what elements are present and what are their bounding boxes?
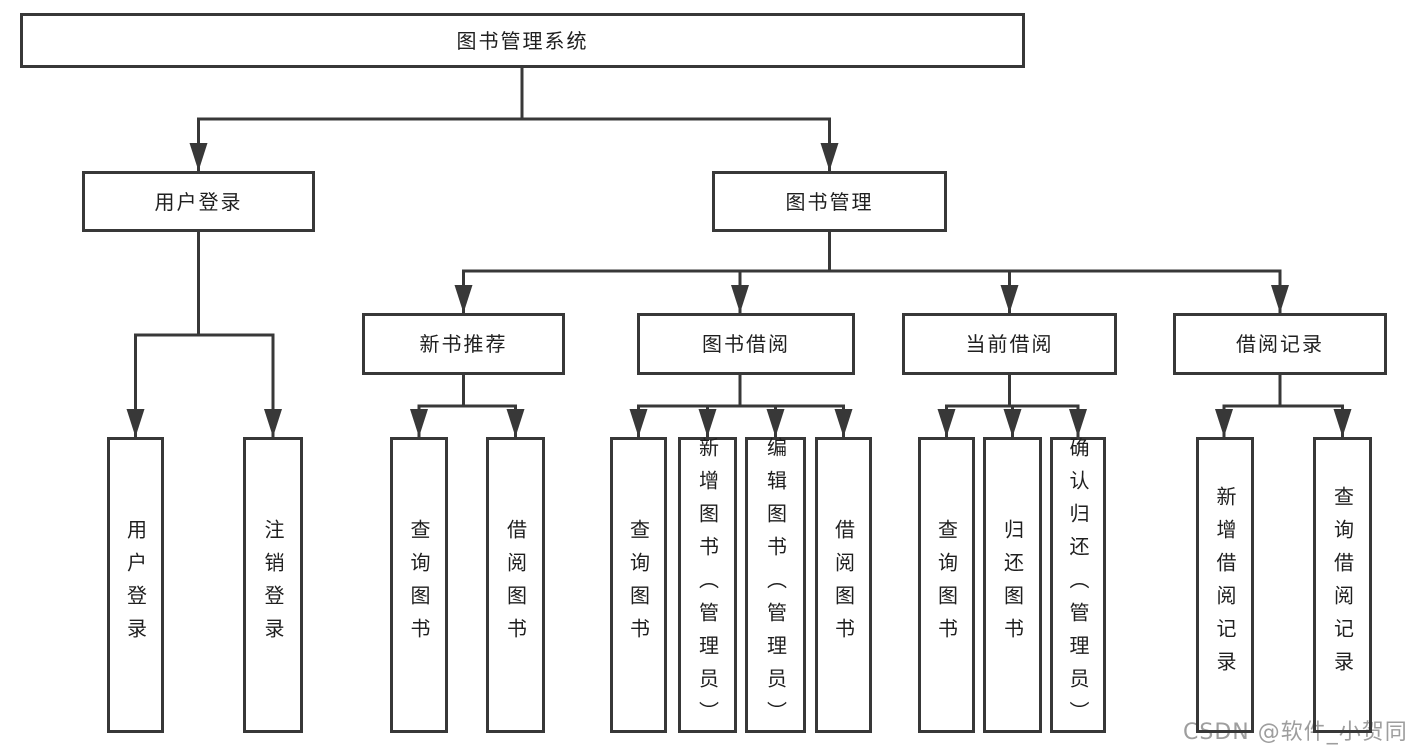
leaf-new-book-borrow-books: 借阅图书: [486, 437, 545, 733]
node-new-book-recommend: 新书推荐: [362, 313, 565, 375]
leaf-confirm-return-admin: 确认归还（管理员）: [1050, 436, 1106, 734]
leaf-new-book-query-books: 查询图书: [390, 437, 448, 733]
node-label: 新增借阅记录: [1213, 486, 1237, 684]
connector-borrow-records-bus: [1222, 373, 1344, 408]
leaf-add-borrow-record: 新增借阅记录: [1196, 437, 1254, 733]
node-label: 编辑图书（管理员）: [763, 436, 788, 734]
node-label: 图书管理: [785, 189, 874, 214]
connector-root-bus: [197, 66, 831, 121]
node-library-management-system: 图书管理系统: [20, 13, 1025, 68]
node-user-login: 用户登录: [82, 171, 315, 232]
node-label: 新书推荐: [419, 332, 508, 356]
node-label: 借阅记录: [1236, 332, 1324, 356]
leaf-add-books-admin: 新增图书（管理员）: [678, 436, 737, 734]
node-label: 用户登录: [123, 519, 148, 651]
node-label: 新增图书（管理员）: [695, 436, 720, 734]
node-label: 当前借阅: [965, 332, 1054, 356]
leaf-logout: 注销登录: [243, 437, 303, 733]
leaf-user-login: 用户登录: [107, 437, 164, 733]
leaf-current-query-books: 查询图书: [918, 437, 975, 733]
node-label: 用户登录: [154, 189, 243, 214]
node-label: 查询借阅记录: [1330, 486, 1355, 684]
node-label: 图书借阅: [702, 332, 790, 356]
node-label: 归还图书: [1000, 519, 1025, 651]
connector-book-borrow-bus: [637, 373, 845, 408]
leaf-borrow-query-books: 查询图书: [610, 437, 667, 733]
node-label: 注销登录: [261, 519, 285, 651]
node-label: 查询图书: [407, 519, 431, 651]
leaf-edit-books-admin: 编辑图书（管理员）: [745, 436, 806, 734]
connector-book-management-bus: [462, 230, 1282, 273]
node-label: 借阅图书: [503, 519, 528, 651]
node-label: 确认归还（管理员）: [1066, 436, 1090, 734]
connector-current-borrow-bus: [945, 373, 1080, 408]
node-current-borrow: 当前借阅: [902, 313, 1117, 375]
connector-user-login-bus: [134, 230, 275, 337]
node-borrow-records: 借阅记录: [1173, 313, 1387, 375]
node-label: 借阅图书: [831, 519, 856, 651]
leaf-return-books: 归还图书: [983, 437, 1042, 733]
node-label: 查询图书: [934, 519, 959, 651]
leaf-borrow-borrow-books: 借阅图书: [815, 437, 872, 733]
node-book-management: 图书管理: [712, 171, 947, 232]
leaf-query-borrow-record: 查询借阅记录: [1313, 437, 1372, 733]
node-label: 查询图书: [626, 519, 651, 651]
connector-new-book-bus: [417, 373, 517, 408]
node-book-borrow: 图书借阅: [637, 313, 855, 375]
node-label: 图书管理系统: [456, 28, 589, 53]
